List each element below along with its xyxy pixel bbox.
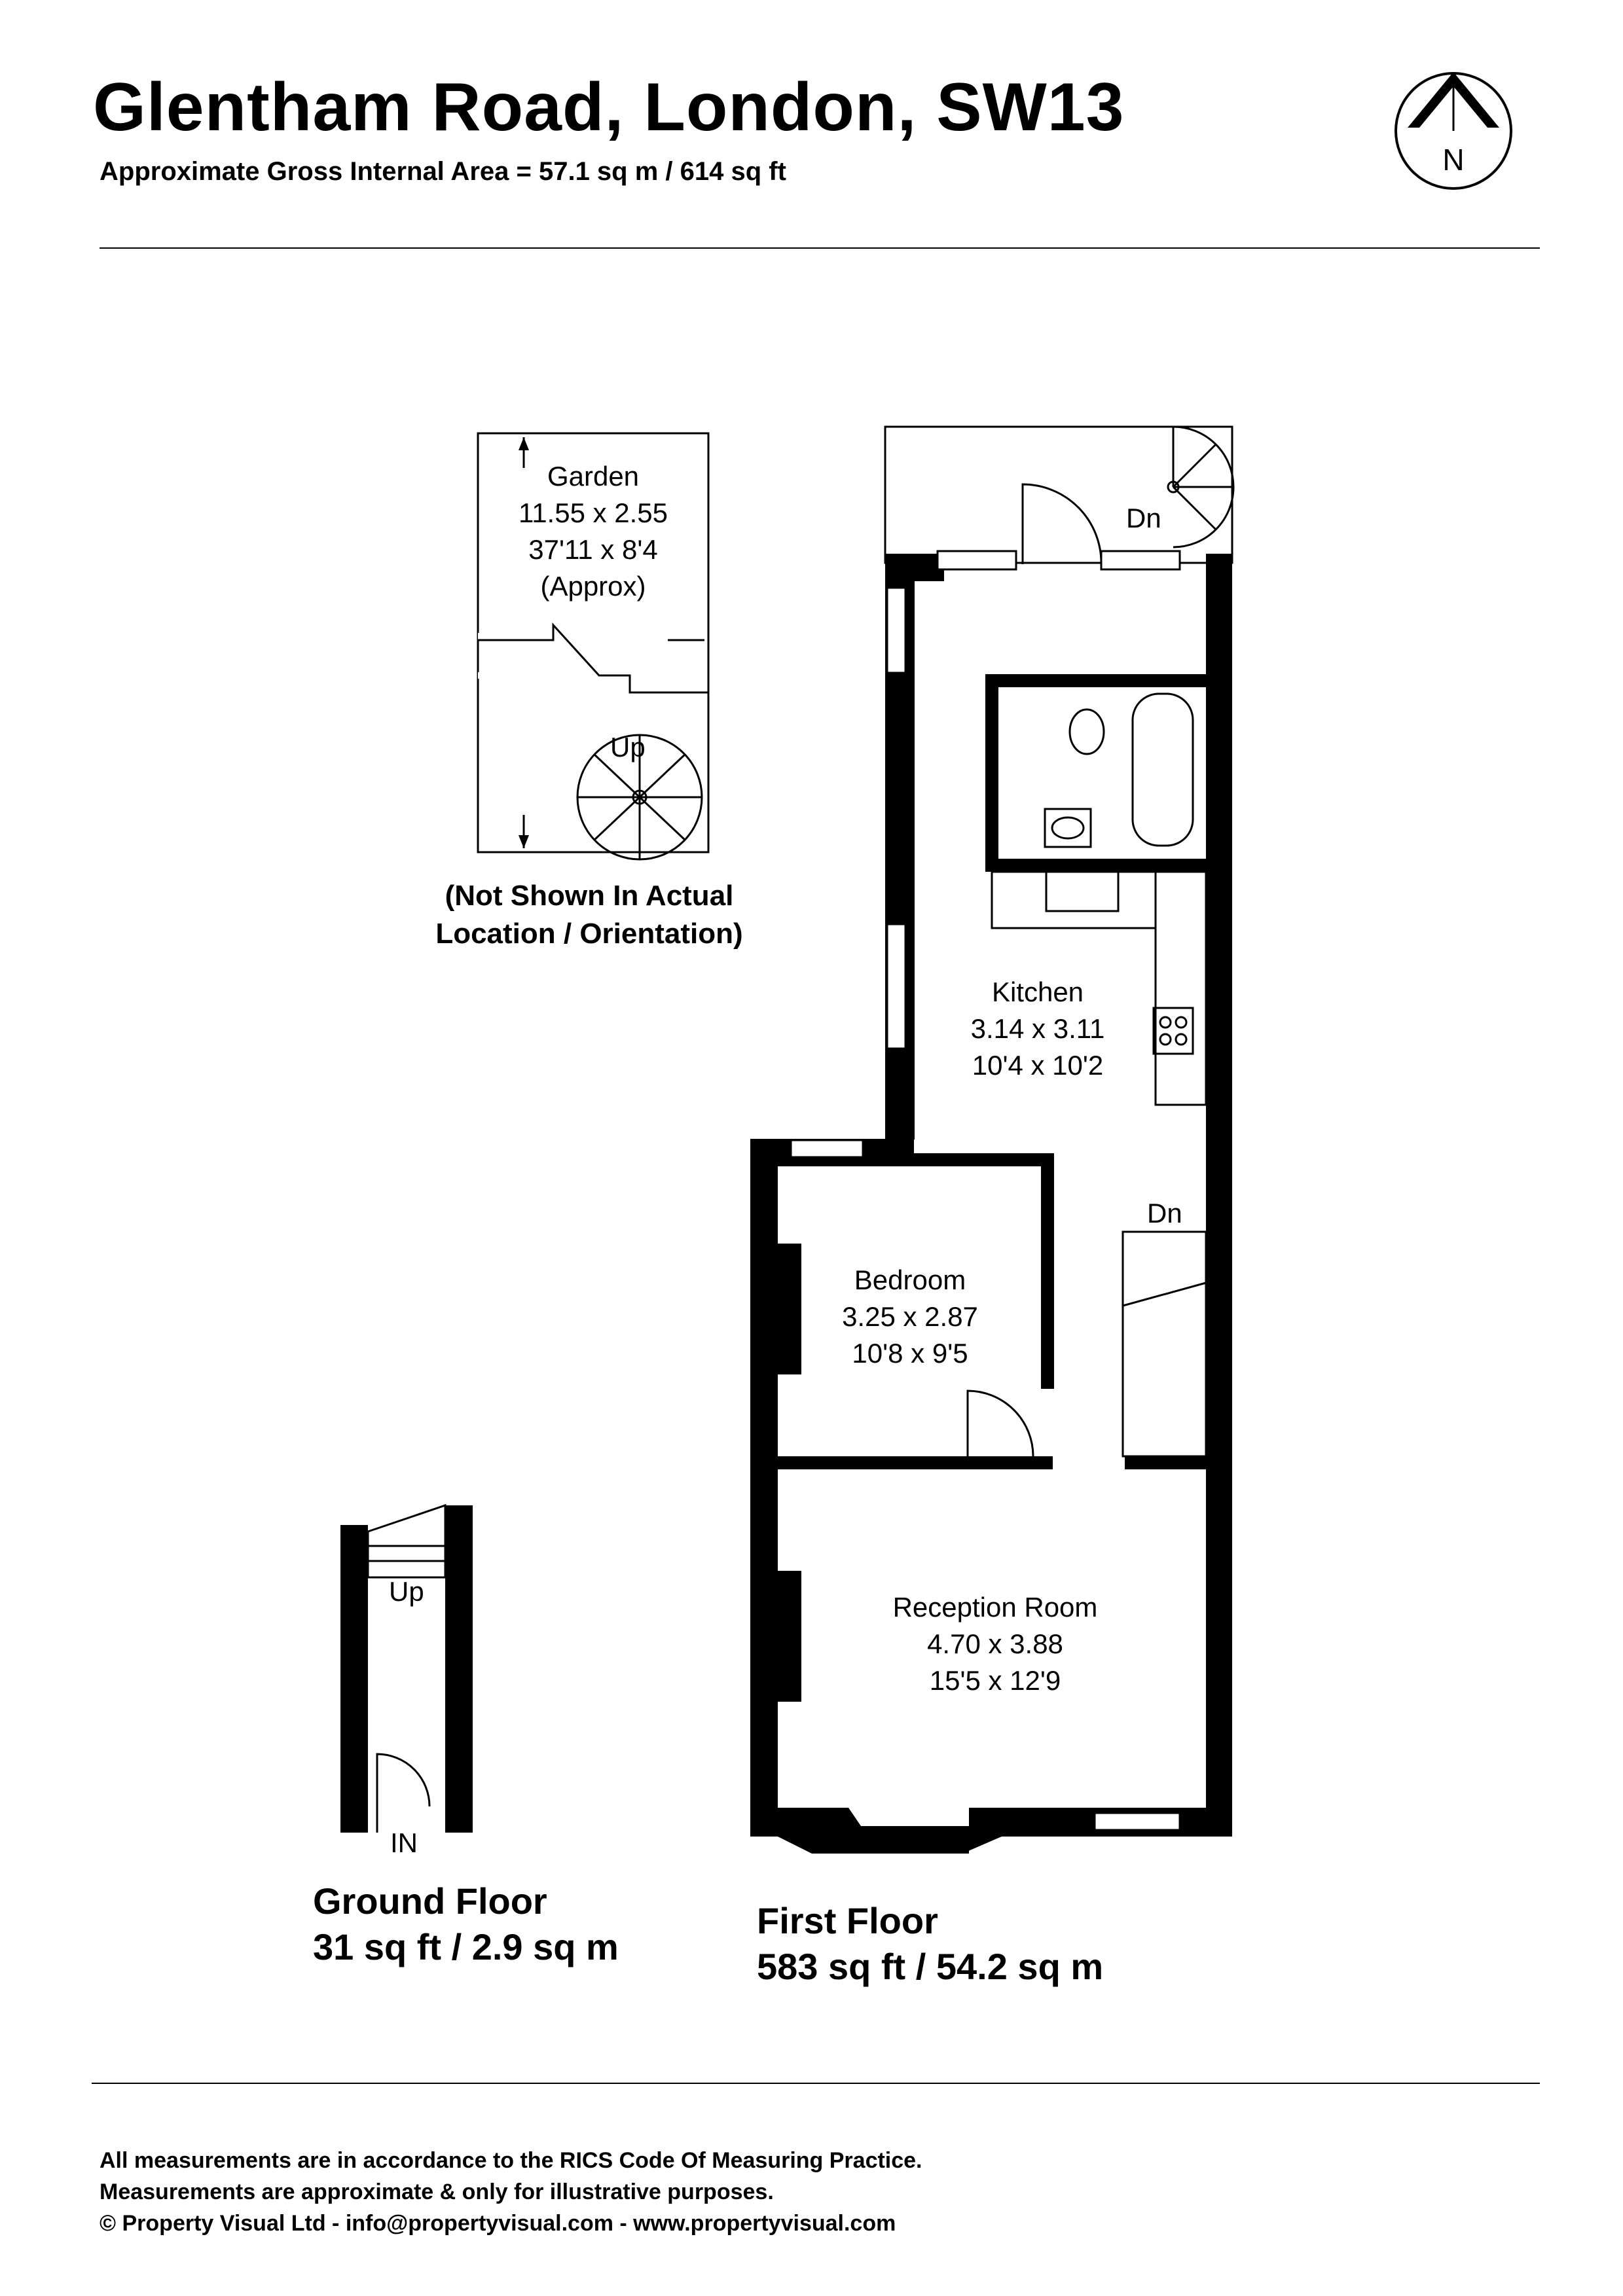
kitchen-name: Kitchen <box>991 977 1084 1007</box>
reception-metric: 4.70 x 3.88 <box>927 1628 1063 1659</box>
garden-stair-label: Up <box>610 732 646 762</box>
garden-metric: 11.55 x 2.55 <box>518 497 668 528</box>
reception-name: Reception Room <box>892 1592 1098 1623</box>
bedroom-metric: 3.25 x 2.87 <box>842 1301 978 1332</box>
garden-label: Garden 11.55 x 2.55 37'11 x 8'4 (Approx) <box>478 458 708 605</box>
bottom-divider <box>92 2083 1540 2084</box>
compass-label: N <box>1442 143 1464 177</box>
first-floor-stair-label: Dn <box>1147 1198 1182 1229</box>
page-title: Glentham Road, London, SW13 <box>93 69 1125 145</box>
ground-stair-label: Up <box>389 1576 424 1607</box>
terrace <box>884 425 1235 564</box>
ground-floor-name: Ground Floor <box>313 1880 547 1922</box>
garden-note-line1: (Not Shown In Actual <box>445 880 734 912</box>
fixtures <box>991 692 1207 1458</box>
ground-floor-area: 31 sq ft / 2.9 sq m <box>313 1926 619 1967</box>
ground-floor-label: Ground Floor 31 sq ft / 2.9 sq m <box>313 1878 619 1970</box>
footer-disclaimer: Measurements are approximate & only for … <box>100 2179 774 2204</box>
bedroom-imperial: 10'8 x 9'5 <box>852 1338 968 1369</box>
gross-internal-area: Approximate Gross Internal Area = 57.1 s… <box>100 157 786 186</box>
first-floor-bay <box>750 1808 1002 1854</box>
ground-floor-stairs <box>367 1503 447 1833</box>
first-floor-label: First Floor 583 sq ft / 54.2 sq m <box>757 1898 1103 1990</box>
kitchen-imperial: 10'4 x 10'2 <box>972 1050 1104 1081</box>
garden-spiral-stair-icon <box>576 734 703 861</box>
terrace-stair-label: Dn <box>1126 503 1161 533</box>
kitchen-label: Kitchen 3.14 x 3.11 10'4 x 10'2 <box>943 974 1133 1084</box>
first-floor-area: 583 sq ft / 54.2 sq m <box>757 1946 1104 1987</box>
entrance-label: IN <box>390 1827 418 1858</box>
bedroom-label: Bedroom 3.25 x 2.87 10'8 x 9'5 <box>812 1262 1008 1372</box>
garden-imperial: 37'11 x 8'4 <box>528 534 658 565</box>
top-divider <box>100 247 1540 249</box>
kitchen-metric: 3.14 x 3.11 <box>970 1013 1105 1044</box>
garden-note-line2: Location / Orientation) <box>435 918 743 950</box>
garden-plan <box>477 432 710 861</box>
bedroom-name: Bedroom <box>854 1265 966 1295</box>
doors <box>966 483 1103 1457</box>
footer-copyright: © Property Visual Ltd - info@propertyvis… <box>100 2211 896 2236</box>
first-floor-name: First Floor <box>757 1900 938 1941</box>
garden-name: Garden <box>547 461 640 492</box>
terrace-spiral-stair-icon <box>1167 425 1235 548</box>
garden-approx: (Approx) <box>540 571 646 601</box>
reception-label: Reception Room 4.70 x 3.88 15'5 x 12'9 <box>851 1589 1139 1699</box>
reception-imperial: 15'5 x 12'9 <box>929 1665 1061 1696</box>
garden-location-note: (Not Shown In Actual Location / Orientat… <box>399 877 779 953</box>
north-compass-icon: N <box>1395 72 1512 190</box>
footer-rics-note: All measurements are in accordance to th… <box>100 2148 922 2173</box>
ground-floor-walls <box>340 1505 473 1833</box>
